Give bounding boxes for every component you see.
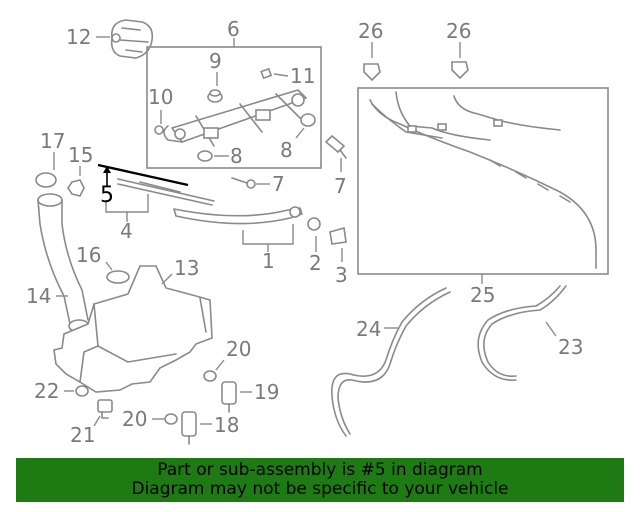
leader-8b [295,127,305,139]
callout-7b: 7 [334,174,347,198]
hose-23-inner [477,285,561,381]
callout-20b: 20 [122,407,147,431]
callout-2: 2 [309,251,322,275]
wiper-blade [117,178,215,206]
callout-8a: 8 [230,144,243,168]
clip-11 [260,67,273,80]
callout-13: 13 [174,256,199,280]
hose-box [357,87,609,275]
callout-9: 9 [209,49,222,73]
leader-16 [105,261,113,271]
callout-19: 19 [254,380,279,404]
callout-26b: 26 [446,19,471,43]
leader-20a [215,359,225,371]
callout-11: 11 [290,64,315,88]
callout-4: 4 [120,219,133,243]
washer-hoses [369,91,597,269]
leader-23 [545,321,557,337]
callout-18: 18 [214,413,239,437]
level-sensor [97,399,113,419]
arm-cover [329,226,347,245]
wiper-linkage [163,89,307,147]
callout-23: 23 [558,335,583,359]
callout-10: 10 [148,85,173,109]
reservoir-cap [35,172,57,188]
callout-21: 21 [70,423,95,447]
info-banner: Part or sub-assembly is #5 in diagram Di… [16,458,624,502]
hose-24-inner [337,291,451,435]
arm-cap [307,217,321,231]
leader-21 [93,415,101,427]
bolt-10 [154,125,164,135]
hose-23 [483,285,567,378]
grommet-22 [75,385,89,397]
banner-line-1: Part or sub-assembly is #5 in diagram [157,460,483,480]
seal-15 [67,179,85,197]
washer-reservoir [53,265,213,393]
callout-15: 15 [68,143,93,167]
callout-6: 6 [227,17,240,41]
strainer [106,270,130,284]
grommet-9 [207,89,223,103]
wiper-motor [110,19,154,59]
parts-diagram: 12 6 9 11 10 8 8 7 [26,17,609,447]
bolt-7a [231,177,256,189]
callout-5: 5 [100,183,114,208]
callout-16: 16 [76,243,101,267]
callout-26a: 26 [358,19,383,43]
banner-line-2: Diagram may not be specific to your vehi… [131,479,509,499]
callout-14: 14 [26,284,51,308]
hose-24 [331,287,447,437]
grommet-20b [164,413,178,425]
callout-25: 25 [470,283,495,307]
callout-8b: 8 [280,138,293,162]
washer-nozzle-right [451,61,469,80]
callout-3: 3 [335,263,348,287]
filler-neck [37,193,90,333]
leader-1 [242,224,294,245]
leader-5-arrow [103,166,111,173]
callout-12: 12 [66,25,91,49]
washer-pump-19 [221,381,237,413]
callout-24: 24 [356,317,381,341]
bushing-8a [197,150,213,162]
bushing-8b [300,113,316,127]
bolt-7b [324,134,347,159]
callout-17: 17 [40,129,65,153]
wiper-blade-insert-highlight [97,163,189,187]
callout-7a: 7 [272,172,285,196]
callout-20a: 20 [226,337,251,361]
callout-22: 22 [34,379,59,403]
callout-1: 1 [262,249,275,273]
washer-pump-18 [181,411,197,445]
leader-11 [273,73,289,77]
leader-13 [161,273,173,285]
wiper-arm [173,206,303,225]
grommet-20a [203,370,217,382]
washer-nozzle-left [363,63,381,82]
